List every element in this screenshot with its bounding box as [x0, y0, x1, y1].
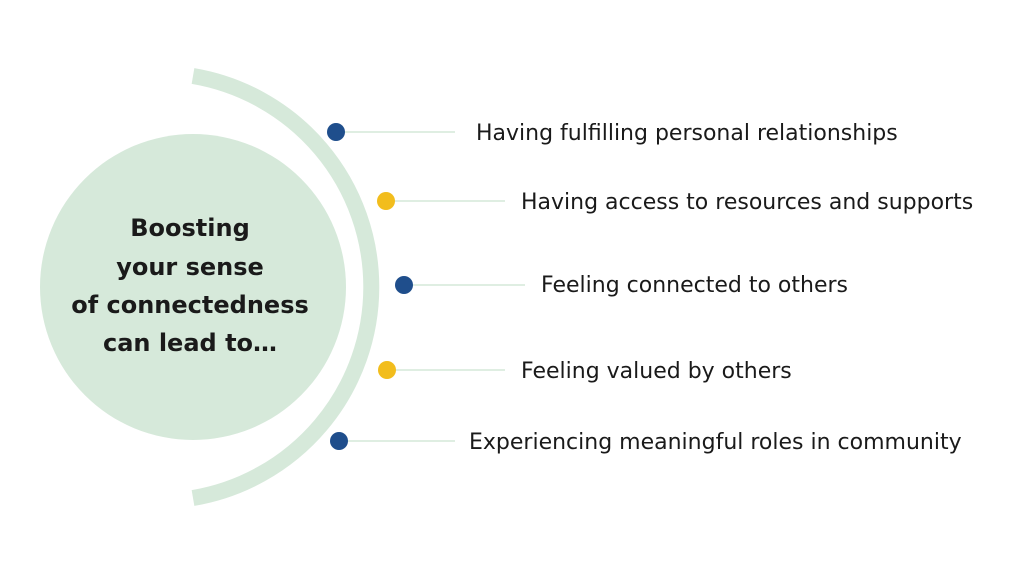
item-5: Experiencing meaningful roles in communi…: [330, 430, 962, 455]
item-4: Feeling valued by others: [378, 359, 792, 384]
item-3-dot: [395, 276, 413, 294]
item-4-dot: [378, 361, 396, 379]
item-5-label: Experiencing meaningful roles in communi…: [469, 430, 962, 455]
item-3: Feeling connected to others: [395, 273, 848, 298]
item-5-dot: [330, 432, 348, 450]
item-2-label: Having access to resources and supports: [521, 190, 973, 215]
item-4-label: Feeling valued by others: [521, 359, 792, 384]
center-circle: [40, 134, 346, 440]
center-title-line-2: your sense: [116, 253, 264, 281]
center-title-line-4: can lead to…: [103, 329, 277, 357]
item-2: Having access to resources and supports: [377, 190, 973, 215]
item-1: Having fulfilling personal relationships: [327, 121, 898, 146]
center-title-line-3: of connectedness: [71, 291, 309, 319]
item-3-label: Feeling connected to others: [541, 273, 848, 298]
outer-arc: [191, 68, 380, 506]
center-title-line-1: Boosting: [130, 214, 250, 242]
item-1-dot: [327, 123, 345, 141]
item-1-label: Having fulfilling personal relationships: [476, 121, 898, 146]
item-2-dot: [377, 192, 395, 210]
